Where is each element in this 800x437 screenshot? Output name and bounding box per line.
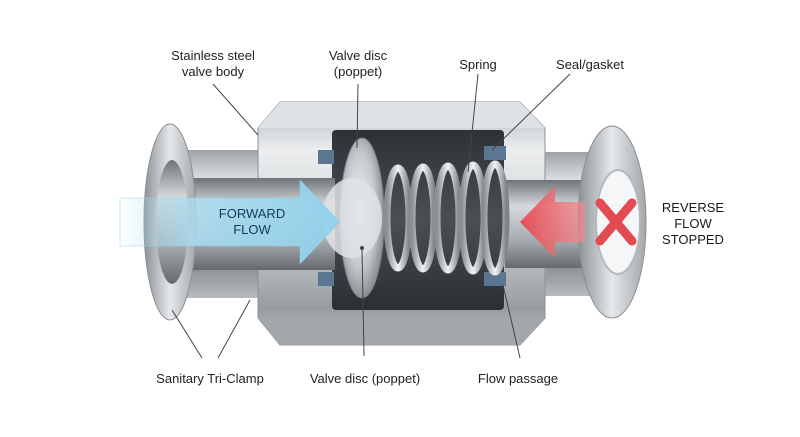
body-edge-bottom [258,318,545,345]
label-reverse-flow-stopped: REVERSE FLOW STOPPED [661,200,725,247]
label-forward-flow: FORWARD FLOW [218,206,286,237]
label-seal-gasket: Seal/gasket [556,57,624,72]
forward-flow-arrow [119,179,341,265]
spring [383,160,510,276]
label-valve-disc-top: Valve disc (poppet) [328,48,388,79]
seal-right-top [484,146,506,160]
reverse-flow-arrow [520,186,585,258]
seal-right-bottom [484,272,506,286]
disc-pointer-dot [360,246,364,250]
label-valve-disc-bottom: Valve disc (poppet) [309,371,421,386]
leader-lines [171,73,571,359]
label-spring: Spring [459,57,497,72]
x-mark-icon [595,198,637,246]
label-sanitary-tri-clamp: Sanitary Tri-Clamp [156,371,264,386]
seal-left-bottom [318,272,334,286]
label-flow-passage: Flow passage [477,371,559,386]
seal-left-top [318,150,334,164]
body-edge-top [258,102,545,128]
label-stainless-steel-body: Stainless steel valve body [171,48,255,79]
valve-disc-face [322,178,382,258]
